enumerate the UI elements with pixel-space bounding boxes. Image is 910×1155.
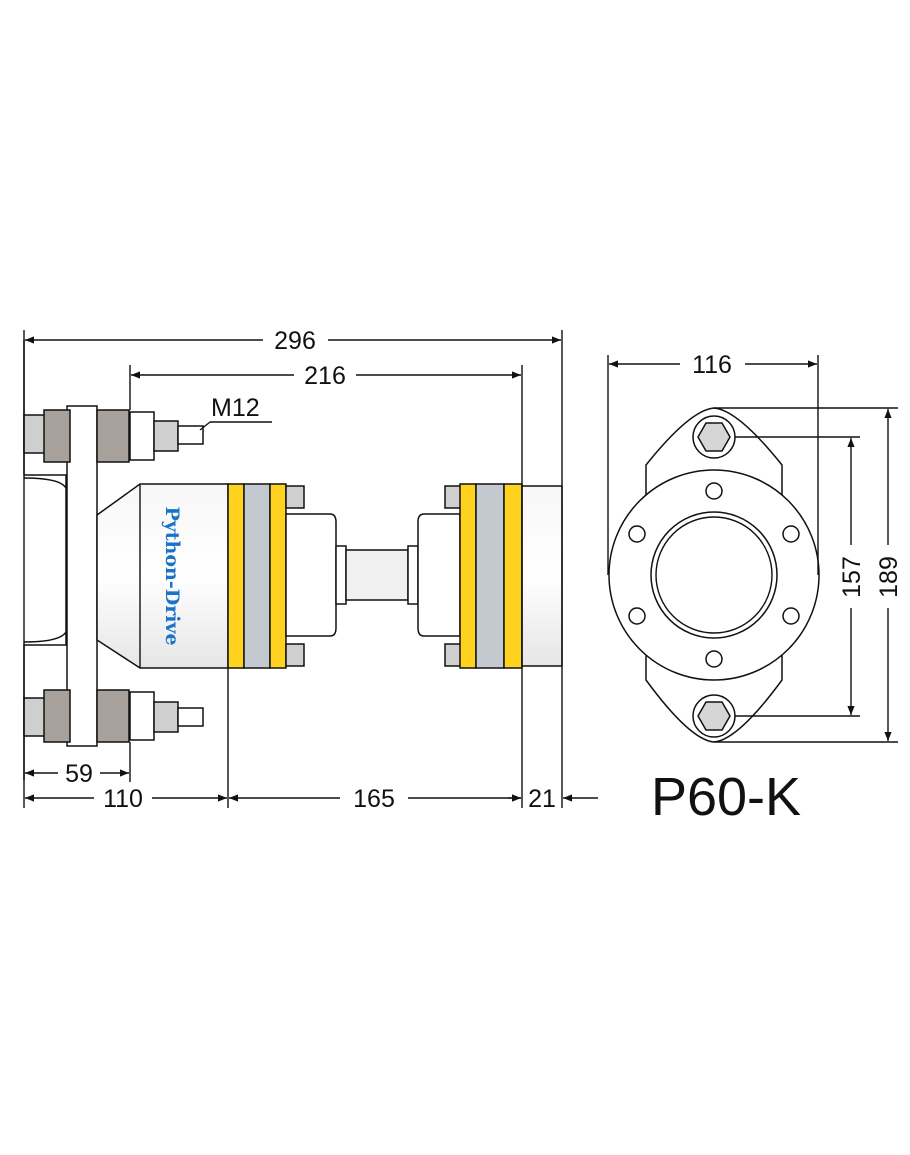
- right-flange-stack: [444, 483, 563, 669]
- dimension-59: 59: [25, 760, 129, 788]
- dimension-189: 189: [875, 409, 903, 741]
- bottom-mount-nut: [692, 694, 736, 738]
- thread-callout: M12: [199, 394, 272, 431]
- middle-section-label: 165: [353, 785, 395, 813]
- flange-bore: [650, 511, 778, 639]
- dimension-116: 116: [609, 351, 817, 379]
- bolt-spacing-label: 157: [838, 556, 866, 598]
- model-label: P60-K: [651, 767, 801, 827]
- brand-label: Python-Drive: [161, 506, 183, 645]
- dimension-296: 296: [25, 327, 561, 355]
- dimension-chain: 110 165 21: [25, 785, 598, 813]
- lower-mount-bolt: [23, 689, 204, 743]
- mount-bracket: [23, 340, 229, 780]
- left-flange-stack: [227, 483, 305, 669]
- end-section-label: 21: [528, 785, 556, 813]
- mount-offset-label: 59: [65, 760, 93, 788]
- overall-length-label: 296: [274, 327, 316, 355]
- front-view: 116 157 189 P60-K: [607, 351, 903, 827]
- flange-height-label: 189: [875, 556, 903, 598]
- extension-lines: [23, 330, 563, 808]
- flange-width-label: 116: [692, 351, 732, 379]
- shaft-assembly: [285, 513, 461, 637]
- dimension-157: 157: [838, 438, 866, 715]
- dimension-216: 216: [131, 362, 521, 390]
- mount-section-label: 110: [103, 785, 143, 813]
- top-mount-nut: [692, 415, 736, 459]
- thread-label: M12: [211, 394, 260, 422]
- bolt-holes: [628, 482, 800, 668]
- upper-mount-bolt: [23, 409, 204, 463]
- side-view: Python-Drive M12 296 216: [23, 327, 598, 813]
- body-length-label: 216: [304, 362, 346, 390]
